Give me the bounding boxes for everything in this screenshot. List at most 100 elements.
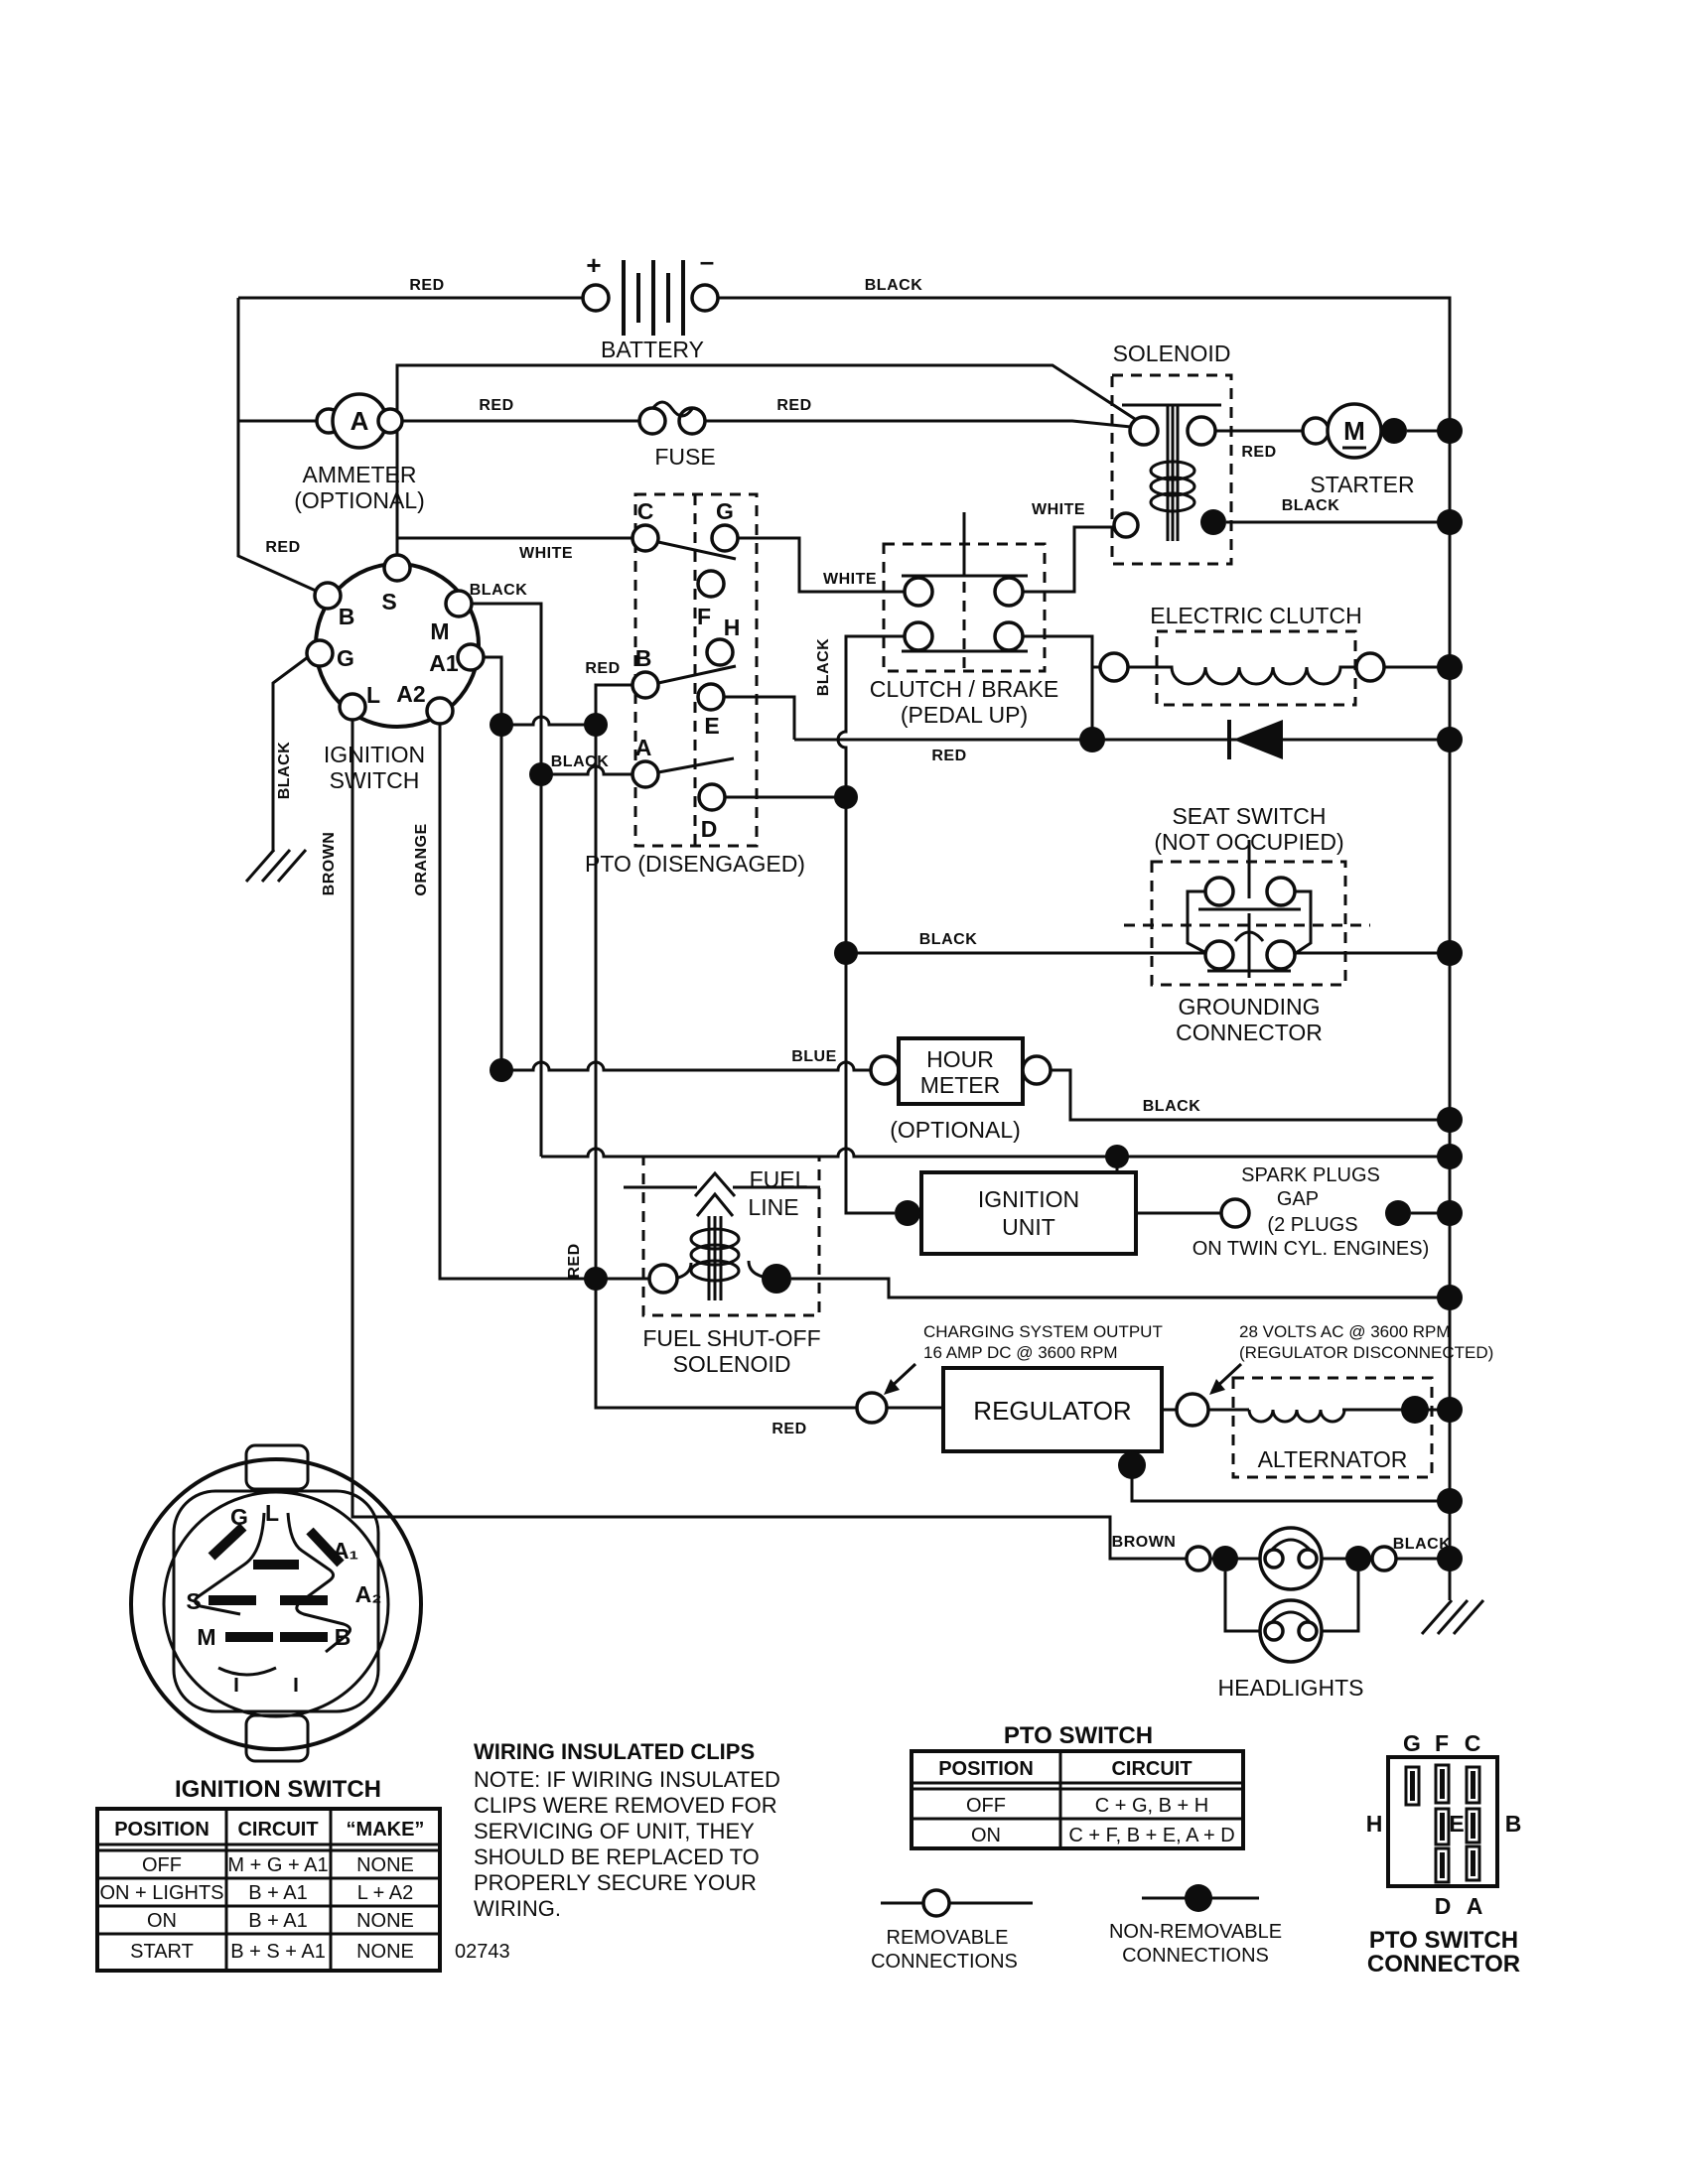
pto-table-r1c1: C + F, B + E, A + D — [1068, 1825, 1234, 1846]
pto-term-b: B — [635, 645, 652, 671]
wire-label-black-ign-m: BLACK — [470, 582, 528, 599]
ign-term-b: B — [339, 604, 355, 629]
pto-table-h0: POSITION — [938, 1758, 1034, 1780]
fuel-line-label-1: FUEL — [750, 1166, 808, 1192]
pto-term-e: E — [704, 713, 719, 739]
ign-table-r2c1: B + A1 — [248, 1910, 308, 1932]
spark-gap-terminal — [1219, 1197, 1251, 1229]
fuse-label: FUSE — [654, 444, 715, 470]
charging-output-label-1: CHARGING SYSTEM OUTPUT — [923, 1322, 1163, 1341]
ign-table-r2c0: ON — [147, 1910, 177, 1932]
ground-symbol-right — [1420, 1599, 1485, 1635]
fuel-shutoff-symbol: FUEL LINE — [624, 1155, 821, 1317]
ammeter-symbol: A — [315, 392, 404, 450]
regulator-symbol: REGULATOR — [941, 1366, 1164, 1453]
wire-label-black-kill: BLACK — [815, 638, 832, 697]
wire-label-red-starter: RED — [1241, 444, 1276, 461]
wire-label-black-seat: BLACK — [919, 931, 978, 948]
pto-conn-pin-c: C — [1465, 1730, 1481, 1756]
wire-label-red-b: RED — [585, 660, 620, 677]
alternator-spec-label-2: (REGULATOR DISCONNECTED) — [1239, 1343, 1493, 1362]
pto-conn-pin-g: G — [1403, 1730, 1421, 1756]
ign-table-h1: CIRCUIT — [237, 1819, 318, 1841]
alternator-label: ALTERNATOR — [1258, 1446, 1408, 1472]
pto-conn-pin-a: A — [1467, 1893, 1483, 1919]
ign-term-a1: A1 — [429, 650, 459, 676]
ign-conn-pin-a2: A₂ — [355, 1581, 382, 1607]
grounding-connector-label-2: CONNECTOR — [1176, 1020, 1323, 1045]
wire-label-white-solenoid: WHITE — [1032, 501, 1085, 518]
ign-table-r0c1: M + G + A1 — [227, 1854, 328, 1876]
hour-meter-symbol: HOUR METER — [869, 1036, 1052, 1106]
regulator-label: REGULATOR — [973, 1396, 1131, 1426]
legend-removable-label-2: CONNECTIONS — [871, 1951, 1018, 1973]
note-line-1: CLIPS WERE REMOVED FOR — [474, 1793, 777, 1818]
ignition-unit-symbol: IGNITION UNIT — [919, 1170, 1138, 1256]
alternator-test-terminal — [1175, 1392, 1210, 1428]
ign-table-r1c1: B + A1 — [248, 1882, 308, 1904]
legend-non-removable-label-2: CONNECTIONS — [1122, 1945, 1269, 1967]
pto-conn-pin-b: B — [1505, 1811, 1522, 1837]
ground-symbol-left — [244, 849, 308, 883]
note-line-4: PROPERLY SECURE YOUR — [474, 1870, 757, 1895]
wiring-note: WIRING INSULATED CLIPS NOTE: IF WIRING I… — [474, 1739, 780, 1921]
wire-label-blue: BLUE — [791, 1048, 837, 1065]
doc-number: 02743 — [455, 1941, 510, 1963]
electric-clutch-symbol — [1098, 629, 1450, 707]
seat-switch-symbol — [1124, 840, 1370, 987]
ign-table-r1c2: L + A2 — [357, 1882, 414, 1904]
battery-label: BATTERY — [601, 337, 704, 362]
diode-symbol — [1227, 720, 1283, 759]
fuel-line-label-2: LINE — [748, 1194, 798, 1220]
wire-label-red-regulator: RED — [772, 1421, 806, 1437]
ign-conn-pin-m: M — [197, 1624, 215, 1650]
wire-label-red-ammeter: RED — [479, 397, 513, 414]
headlights-symbol — [1185, 1526, 1398, 1664]
pto-table-r0c1: C + G, B + H — [1095, 1795, 1208, 1817]
wire-label-red-row: RED — [931, 748, 966, 764]
seat-switch-label-2: (NOT OCCUPIED) — [1154, 829, 1343, 855]
hour-meter-sub: (OPTIONAL) — [890, 1117, 1021, 1143]
pto-term-g: G — [716, 498, 734, 524]
spark-plugs-label-1: SPARK PLUGS — [1241, 1164, 1380, 1186]
battery-minus: – — [700, 246, 714, 276]
ammeter-symbol-letter: A — [351, 406, 369, 436]
hour-meter-label-1: HOUR — [926, 1046, 994, 1072]
legend-removable: REMOVABLE CONNECTIONS — [871, 1888, 1033, 1973]
fuse-symbol — [637, 400, 707, 436]
wire-label-black-headlights: BLACK — [1393, 1536, 1452, 1553]
wire-label-black-battery: BLACK — [865, 277, 923, 294]
hour-meter-label-2: METER — [920, 1072, 1001, 1098]
pto-conn-pin-h: H — [1366, 1811, 1383, 1837]
ign-table-h0: POSITION — [114, 1819, 210, 1841]
wire-label-red-battery: RED — [409, 277, 444, 294]
ign-table-r0c2: NONE — [356, 1854, 414, 1876]
headlights-label: HEADLIGHTS — [1218, 1675, 1364, 1701]
battery-symbol: + – — [581, 246, 720, 336]
starter-symbol: M — [1215, 402, 1450, 460]
fuel-shutoff-label-1: FUEL SHUT-OFF — [642, 1325, 820, 1351]
wire-label-red-vertical: RED — [566, 1243, 583, 1278]
ign-conn-pin-g: G — [230, 1504, 248, 1530]
wire-label-white-c: WHITE — [519, 545, 573, 562]
regulator-left-terminal — [855, 1391, 889, 1425]
wire-label-black-ground: BLACK — [276, 742, 293, 800]
wire-label-black-a: BLACK — [551, 753, 610, 770]
charging-output-arrow — [884, 1362, 917, 1395]
pto-table-h1: CIRCUIT — [1111, 1758, 1192, 1780]
starter-motor-letter: M — [1343, 416, 1365, 446]
pto-term-c: C — [637, 498, 654, 524]
pto-connector-pins — [1404, 1763, 1481, 1884]
ignition-connector-pins — [208, 1523, 345, 1642]
note-line-0: NOTE: IF WIRING INSULATED — [474, 1767, 780, 1792]
pto-connector-face: G F C H B E D A — [1366, 1730, 1522, 1919]
wire-label-orange: ORANGE — [413, 823, 430, 895]
charging-output-label-2: 16 AMP DC @ 3600 RPM — [923, 1343, 1118, 1362]
pto-connector-title-2: CONNECTOR — [1367, 1951, 1520, 1978]
pto-conn-pin-e: E — [1449, 1811, 1464, 1837]
wire-label-brown-headlights: BROWN — [1112, 1534, 1177, 1551]
wire-label-white-clutch: WHITE — [823, 571, 877, 588]
seat-switch-label-1: SEAT SWITCH — [1172, 803, 1326, 829]
